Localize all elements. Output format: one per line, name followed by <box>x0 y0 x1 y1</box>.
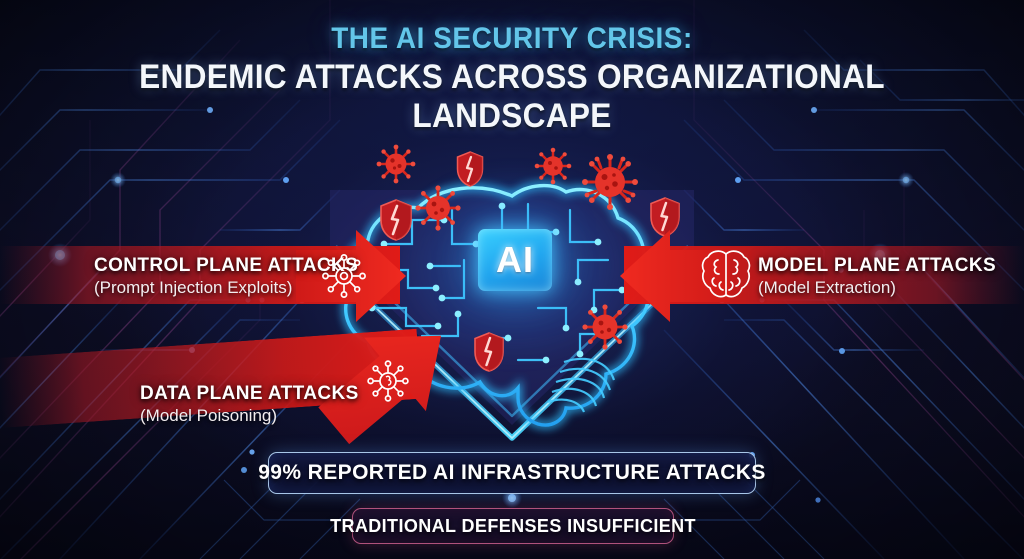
data-plane-subtitle: (Model Poisoning) <box>140 405 278 425</box>
virus-network-icon <box>316 248 372 304</box>
stat-banner: 99% REPORTED AI INFRASTRUCTURE ATTACKS <box>258 452 765 494</box>
stat-banner-text: 99% REPORTED AI INFRASTRUCTURE ATTACKS <box>258 461 766 484</box>
data-plane-label: DATA PLANE ATTACKS (Model Poisoning) <box>140 376 360 432</box>
control-plane-title: CONTROL PLANE ATTACKS <box>94 254 359 276</box>
data-plane-title: DATA PLANE ATTACKS <box>140 382 359 404</box>
virus-icon <box>376 144 416 184</box>
brain-icon <box>700 246 752 302</box>
virus-icon <box>534 147 572 185</box>
page-title: THE AI SECURITY CRISIS: ENDEMIC ATTACKS … <box>0 22 1024 136</box>
ai-core-label: AI <box>496 239 534 280</box>
warning-banner: TRADITIONAL DEFENSES INSUFFICIENT <box>330 508 696 544</box>
control-plane-subtitle: (Prompt Injection Exploits) <box>94 277 293 297</box>
model-plane-subtitle: (Model Extraction) <box>758 277 896 297</box>
warning-banner-text: TRADITIONAL DEFENSES INSUFFICIENT <box>330 515 696 536</box>
model-plane-label: MODEL PLANE ATTACKS (Model Extraction) <box>758 248 998 304</box>
virus-icon <box>582 154 638 210</box>
shield-crack-icon <box>455 150 485 188</box>
ai-core-chip: AI <box>478 229 552 291</box>
virus-icon <box>415 185 461 231</box>
control-plane-label: CONTROL PLANE ATTACKS (Prompt Injection … <box>94 248 359 304</box>
virus-molecule-icon <box>362 355 414 407</box>
title-line-2: ENDEMIC ATTACKS ACROSS ORGANIZATIONAL LA… <box>139 58 885 135</box>
title-line-1: THE AI SECURITY CRISIS: <box>331 22 693 55</box>
model-plane-title: MODEL PLANE ATTACKS <box>758 254 997 276</box>
